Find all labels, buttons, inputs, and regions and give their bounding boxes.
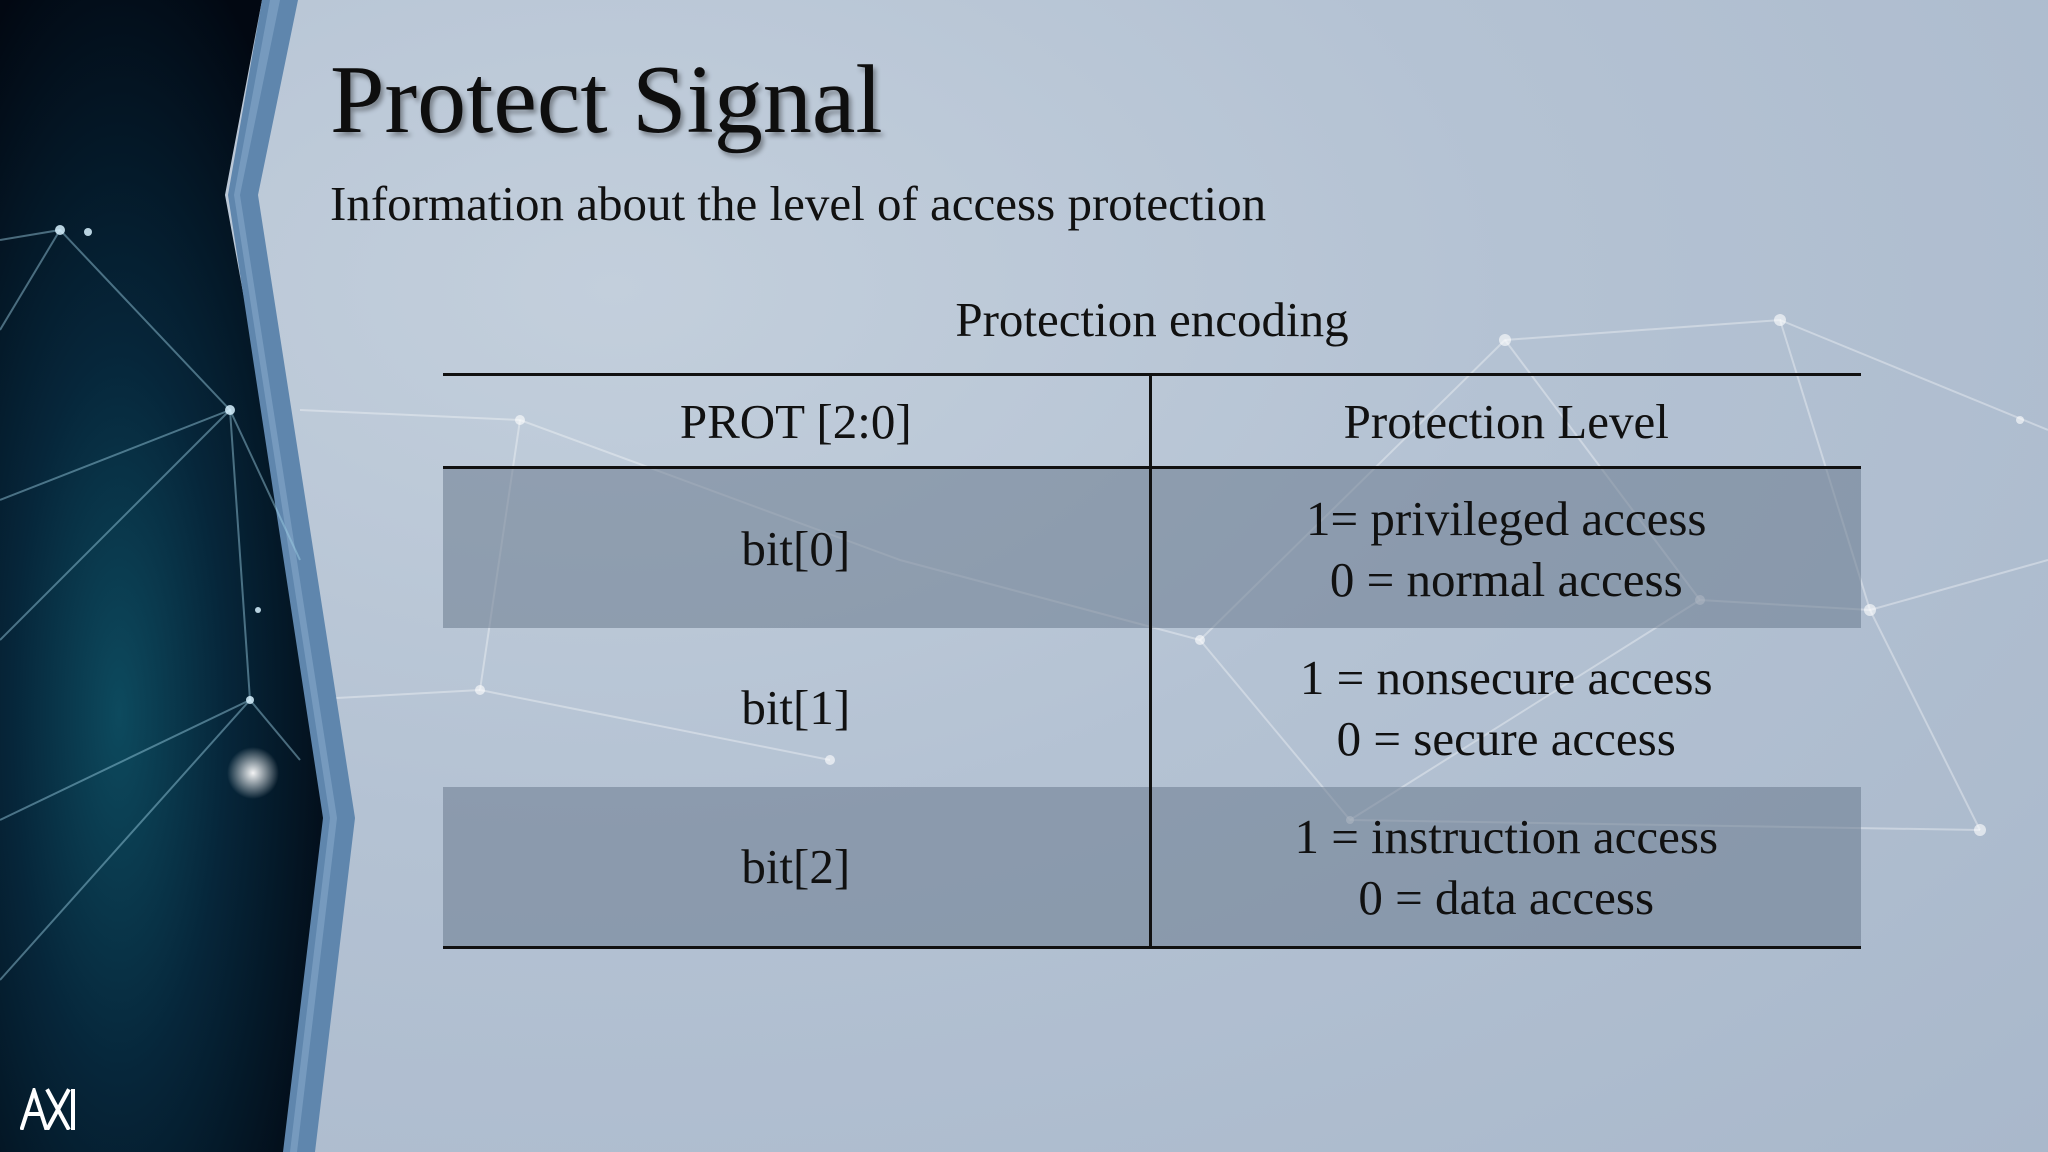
bit-cell: bit[1] xyxy=(443,628,1152,787)
protection-level-cell: 1 = nonsecure access 0 = secure access xyxy=(1150,628,1861,787)
table-row: bit[1] 1 = nonsecure access 0 = secure a… xyxy=(443,628,1861,787)
table-row: bit[0] 1= privileged access 0 = normal a… xyxy=(443,467,1861,628)
ax-logo-icon xyxy=(20,1088,75,1130)
level-line: 0 = secure access xyxy=(1336,710,1676,766)
level-line: 1= privileged access xyxy=(1306,490,1707,546)
table-header-row: PROT [2:0] Protection Level xyxy=(443,373,1861,469)
level-line: 1 = nonsecure access xyxy=(1299,649,1713,705)
column-header-protection-level: Protection Level xyxy=(1150,373,1861,469)
bit-cell: bit[0] xyxy=(443,467,1152,628)
protection-level-cell: 1 = instruction access 0 = data access xyxy=(1150,787,1861,949)
slide-title: Protect Signal xyxy=(330,46,883,154)
protection-encoding-table: PROT [2:0] Protection Level bit[0] 1= pr… xyxy=(443,373,1861,949)
column-header-prot: PROT [2:0] xyxy=(443,373,1152,469)
table-row: bit[2] 1 = instruction access 0 = data a… xyxy=(443,787,1861,949)
level-line: 0 = data access xyxy=(1358,869,1655,925)
protection-level-cell: 1= privileged access 0 = normal access xyxy=(1150,467,1861,628)
table-caption: Protection encoding xyxy=(955,292,1349,347)
bit-cell: bit[2] xyxy=(443,787,1152,949)
level-line: 0 = normal access xyxy=(1329,551,1683,607)
level-line: 1 = instruction access xyxy=(1294,808,1719,864)
slide-subtitle: Information about the level of access pr… xyxy=(330,176,1267,231)
